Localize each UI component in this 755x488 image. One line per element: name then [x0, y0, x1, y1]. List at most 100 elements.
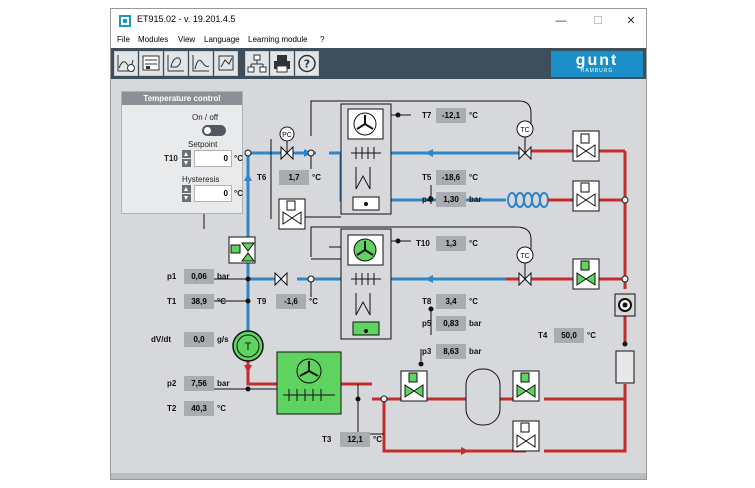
- svg-text:?: ?: [304, 58, 310, 71]
- t3-value: 12,1: [340, 432, 370, 447]
- p2-unit: bar: [217, 379, 230, 388]
- t5-value: -18,6: [436, 170, 466, 185]
- p1-value: 0,06: [184, 269, 214, 284]
- pressure-control-valve: PC: [279, 126, 295, 161]
- t9-label: T9: [257, 297, 267, 306]
- t5-label: T5: [422, 173, 432, 182]
- main-panel: T PC TC: [111, 79, 646, 473]
- menu-learning-module[interactable]: Learning module: [248, 35, 308, 44]
- hysteresis-input[interactable]: 0: [194, 185, 232, 202]
- setpoint-spinner[interactable]: [182, 150, 191, 167]
- menu-modules[interactable]: Modules: [138, 35, 169, 44]
- t10-unit: °C: [469, 239, 478, 248]
- menu-help[interactable]: ?: [320, 35, 325, 44]
- t3-label: T3: [322, 435, 332, 444]
- maximize-button[interactable]: ☐: [593, 15, 603, 27]
- p1-label: p1: [167, 272, 177, 281]
- t7-value: -12,1: [436, 108, 466, 123]
- p4-value: 1,30: [436, 192, 466, 207]
- solenoid-valves: [228, 130, 600, 452]
- hysteresis-unit: °C: [234, 189, 243, 198]
- temperature-control-title: Temperature control: [122, 92, 242, 105]
- printer-icon: [274, 55, 290, 73]
- thermostatic-valve-1: TC: [516, 120, 534, 161]
- p3-value: 8,63: [436, 344, 466, 359]
- on-off-label: On / off: [192, 113, 219, 122]
- evaporator-coil: [507, 192, 549, 208]
- compressor-label: T: [245, 341, 252, 353]
- toolbar: ? gunt HAMBURG: [111, 48, 646, 79]
- setpoint-unit: °C: [234, 154, 243, 163]
- p5-unit: bar: [469, 319, 482, 328]
- on-off-toggle[interactable]: [202, 125, 226, 136]
- t9-unit: °C: [309, 297, 318, 306]
- t7-label: T7: [422, 111, 432, 120]
- hysteresis-label: Hysteresis: [182, 175, 220, 184]
- refrigeration-diagram: T PC TC: [201, 100, 636, 455]
- t3-unit: °C: [373, 435, 382, 444]
- t1-label: T1: [167, 297, 177, 306]
- menu-view[interactable]: View: [178, 35, 196, 44]
- status-bar: [111, 473, 646, 479]
- p3-label: p3: [422, 347, 432, 356]
- t1-value: 38,9: [184, 294, 214, 309]
- t1-unit: °C: [217, 297, 226, 306]
- chart-frame-icon: [218, 55, 234, 71]
- thermostatic-valve-2: TC: [516, 246, 534, 287]
- menu-file[interactable]: File: [117, 35, 130, 44]
- p2-value: 7,56: [184, 376, 214, 391]
- minimize-button[interactable]: —: [555, 15, 567, 27]
- t10-label: T10: [416, 239, 430, 248]
- p3-unit: bar: [469, 347, 482, 356]
- controller-button[interactable]: [139, 51, 163, 76]
- t4-unit: °C: [587, 331, 596, 340]
- menu-bar: File Modules View Language Learning modu…: [111, 33, 646, 48]
- tc-label-1: TC: [520, 127, 529, 134]
- t4-value: 50,0: [554, 328, 584, 343]
- chart-cycle-icon: [167, 55, 184, 72]
- t2-value: 40,3: [184, 401, 214, 416]
- chart-curve-button[interactable]: [189, 51, 213, 76]
- network-button[interactable]: [245, 51, 269, 76]
- p5-label: p5: [422, 319, 432, 328]
- chart-time-icon: [117, 55, 135, 72]
- logo-text: gunt: [575, 52, 619, 69]
- p4-label: p4: [422, 195, 432, 204]
- hysteresis-spinner[interactable]: [182, 185, 191, 202]
- compressor: T: [232, 330, 264, 362]
- t10-value: 1,3: [436, 236, 466, 251]
- logo-subtext: HAMBURG: [580, 68, 614, 74]
- chart-cycle-button[interactable]: [164, 51, 188, 76]
- window-title: ET915.02 - v. 19.201.4.5: [137, 14, 236, 24]
- condenser: [276, 351, 342, 415]
- close-button[interactable]: ✕: [626, 15, 636, 27]
- dvdt-label: dV/dt: [151, 335, 171, 344]
- evaporator-2: [340, 228, 392, 340]
- p4-unit: bar: [469, 195, 482, 204]
- title-bar: ET915.02 - v. 19.201.4.5 — ☐ ✕: [111, 9, 646, 33]
- hysteresis-down-arrow-icon[interactable]: [182, 194, 191, 202]
- setpoint-down-arrow-icon[interactable]: [182, 159, 191, 167]
- setpoint-up-arrow-icon[interactable]: [182, 150, 191, 158]
- menu-language[interactable]: Language: [204, 35, 240, 44]
- controller-icon: [142, 55, 160, 71]
- chart-frame-button[interactable]: [214, 51, 238, 76]
- evaporator-1: [340, 103, 392, 215]
- t8-label: T8: [422, 297, 432, 306]
- network-icon: [247, 54, 267, 73]
- t6-unit: °C: [312, 173, 321, 182]
- t4-label: T4: [538, 331, 548, 340]
- print-button[interactable]: [270, 51, 294, 76]
- chart-curve-icon: [192, 55, 210, 72]
- t8-value: 3,4: [436, 294, 466, 309]
- setpoint-label: Setpoint: [188, 140, 218, 149]
- app-window: ET915.02 - v. 19.201.4.5 — ☐ ✕ File Modu…: [110, 8, 647, 480]
- receiver-tank: [465, 368, 501, 426]
- t8-unit: °C: [469, 297, 478, 306]
- hysteresis-up-arrow-icon[interactable]: [182, 185, 191, 193]
- chart-time-button[interactable]: [114, 51, 138, 76]
- help-button[interactable]: ?: [295, 51, 319, 76]
- dvdt-unit: g/s: [217, 335, 229, 344]
- setpoint-input[interactable]: 0: [194, 150, 232, 167]
- p2-label: p2: [167, 379, 177, 388]
